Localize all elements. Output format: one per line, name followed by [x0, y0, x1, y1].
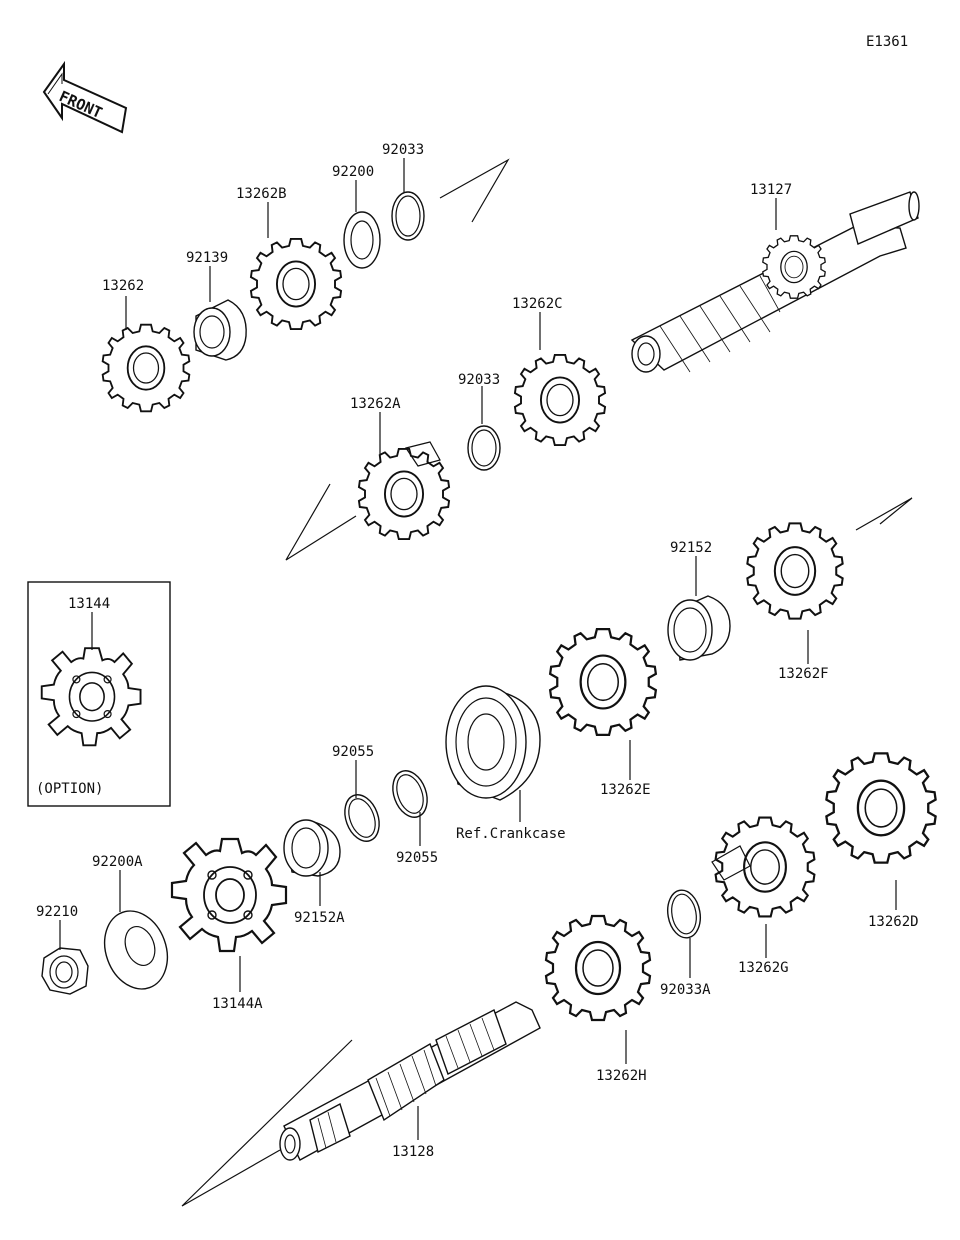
- part-13262B-gear[interactable]: [249, 237, 343, 331]
- part-92055-oring-top[interactable]: [339, 790, 385, 846]
- label-13144A: 13144A: [212, 996, 263, 1012]
- label-92152A: 92152A: [294, 910, 345, 926]
- part-92200-washer[interactable]: [343, 211, 381, 269]
- part-13262-gear[interactable]: [101, 323, 191, 413]
- front-arrow-icon: FRONT: [42, 60, 128, 134]
- part-13144-sprocket-icon: [40, 647, 142, 747]
- diagram-id: E1361: [866, 34, 908, 50]
- label-13262E: 13262E: [600, 782, 651, 798]
- part-92033-circlip-top[interactable]: [391, 191, 425, 241]
- label-92200: 92200: [332, 164, 374, 180]
- part-13262G-gear[interactable]: [711, 816, 816, 918]
- part-13127-input-shaft[interactable]: [630, 191, 920, 373]
- option-note: (OPTION): [36, 781, 103, 797]
- part-13262D-gear[interactable]: [824, 751, 938, 865]
- label-13262C: 13262C: [512, 296, 563, 312]
- label-13262H: 13262H: [596, 1068, 647, 1084]
- label-13262A: 13262A: [350, 396, 401, 412]
- label-13127: 13127: [750, 182, 792, 198]
- part-13262C-gear[interactable]: [513, 353, 607, 447]
- label-13262G: 13262G: [738, 960, 789, 976]
- part-13262H-gear[interactable]: [544, 914, 652, 1022]
- label-13262B: 13262B: [236, 186, 287, 202]
- option-box: 13144 (OPTION): [27, 581, 171, 807]
- label-92152: 92152: [670, 540, 712, 556]
- label-92033-mid: 92033: [458, 372, 500, 388]
- part-92200A-washer[interactable]: [94, 902, 178, 998]
- part-92152-collar[interactable]: [667, 595, 731, 661]
- part-92152A-collar[interactable]: [283, 819, 341, 877]
- label-92210: 92210: [36, 904, 78, 920]
- part-92210-nut[interactable]: [41, 947, 89, 995]
- label-92055-top: 92055: [332, 744, 374, 760]
- part-92033A-circlip[interactable]: [664, 888, 704, 941]
- part-13262A-gear[interactable]: [357, 441, 451, 541]
- part-92033-circlip-mid[interactable]: [467, 425, 501, 471]
- label-13262F: 13262F: [778, 666, 829, 682]
- ref-crankcase-bearing: [445, 685, 541, 801]
- label-92139: 92139: [186, 250, 228, 266]
- part-13262E-gear[interactable]: [548, 627, 658, 737]
- label-13144: 13144: [68, 596, 110, 612]
- label-13262D: 13262D: [868, 914, 919, 930]
- part-92055-oring-bot[interactable]: [387, 766, 433, 822]
- label-92033-top: 92033: [382, 142, 424, 158]
- part-13128-output-shaft[interactable]: [279, 1001, 541, 1161]
- part-92139-needle-bearing[interactable]: [193, 299, 247, 361]
- ref-crankcase-note: Ref.Crankcase: [456, 826, 566, 842]
- label-13262: 13262: [102, 278, 144, 294]
- part-13144A-sprocket[interactable]: [170, 837, 288, 953]
- part-13262F-gear[interactable]: [746, 522, 844, 620]
- label-92055-bot: 92055: [396, 850, 438, 866]
- label-92200A: 92200A: [92, 854, 143, 870]
- label-92033A: 92033A: [660, 982, 711, 998]
- label-13128: 13128: [392, 1144, 434, 1160]
